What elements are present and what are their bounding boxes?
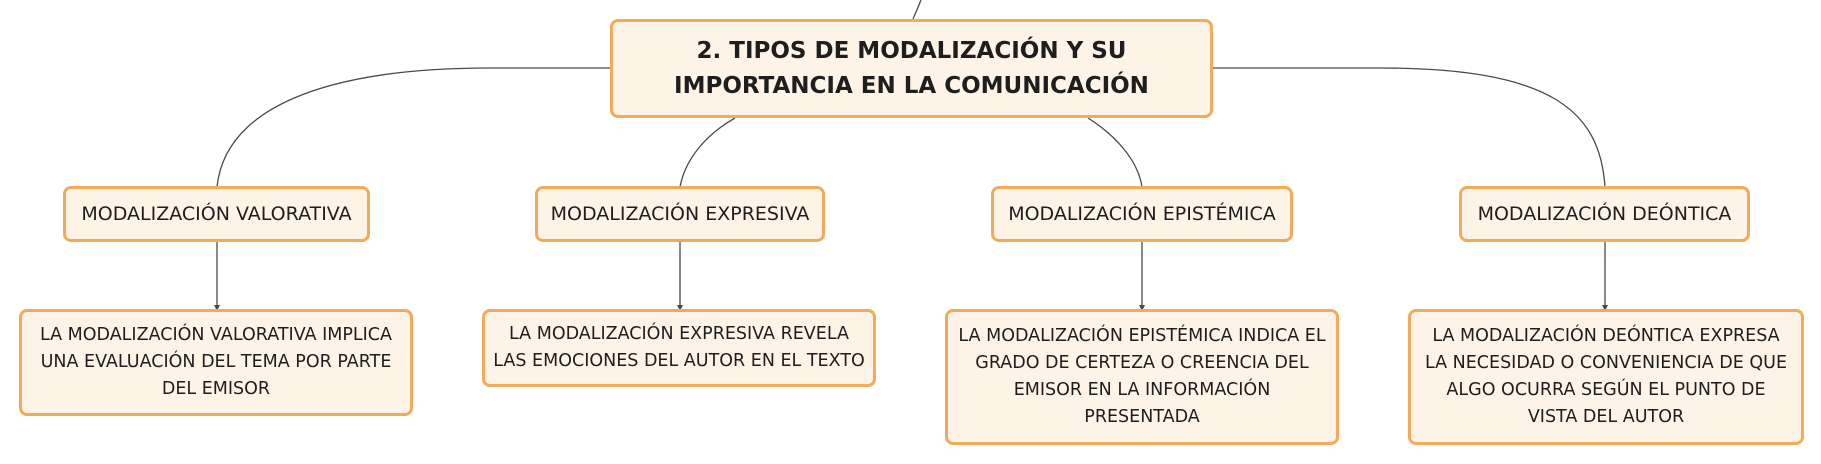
type-node-valorativa[interactable]: MODALIZACIÓN VALORATIVA [63, 186, 370, 242]
connector-root-to-epistemica [1087, 117, 1143, 188]
connector-parent-to-root [912, 0, 922, 20]
description-text-epistemica: LA MODALIZACIÓN EPISTÉMICA INDICA EL GRA… [958, 326, 1326, 427]
connector-root-to-valorativa [216, 67, 610, 188]
description-node-deontica[interactable]: LA MODALIZACIÓN DEÓNTICA EXPRESA LA NECE… [1408, 309, 1804, 445]
type-node-epistemica[interactable]: MODALIZACIÓN EPISTÉMICA [991, 186, 1293, 242]
description-text-deontica: LA MODALIZACIÓN DEÓNTICA EXPRESA LA NECE… [1424, 326, 1788, 427]
arrowhead-epistemica [1139, 305, 1145, 311]
type-label-valorativa: MODALIZACIÓN VALORATIVA [81, 203, 352, 225]
connector-root-to-expresiva [679, 117, 736, 188]
description-text-expresiva: LA MODALIZACIÓN EXPRESIVA REVELA LAS EMO… [493, 324, 865, 371]
arrowhead-expresiva [677, 305, 683, 311]
type-node-deontica[interactable]: MODALIZACIÓN DEÓNTICA [1459, 186, 1750, 242]
type-label-deontica: MODALIZACIÓN DEÓNTICA [1477, 203, 1732, 225]
description-node-expresiva[interactable]: LA MODALIZACIÓN EXPRESIVA REVELA LAS EMO… [482, 309, 876, 387]
root-topic-node[interactable]: 2. TIPOS DE MODALIZACIÓN Y SU IMPORTANCI… [610, 19, 1213, 118]
arrowhead-valorativa [214, 305, 220, 311]
type-label-expresiva: MODALIZACIÓN EXPRESIVA [550, 203, 810, 225]
description-text-valorativa: LA MODALIZACIÓN VALORATIVA IMPLICA UNA E… [39, 325, 392, 399]
description-node-epistemica[interactable]: LA MODALIZACIÓN EPISTÉMICA INDICA EL GRA… [945, 309, 1339, 445]
arrowhead-deontica [1602, 305, 1608, 311]
root-topic-label: 2. TIPOS DE MODALIZACIÓN Y SU IMPORTANCI… [674, 37, 1149, 99]
type-label-epistemica: MODALIZACIÓN EPISTÉMICA [1008, 203, 1276, 225]
type-node-expresiva[interactable]: MODALIZACIÓN EXPRESIVA [535, 186, 825, 242]
connector-root-to-deontica [1213, 67, 1606, 188]
description-node-valorativa[interactable]: LA MODALIZACIÓN VALORATIVA IMPLICA UNA E… [19, 309, 413, 416]
